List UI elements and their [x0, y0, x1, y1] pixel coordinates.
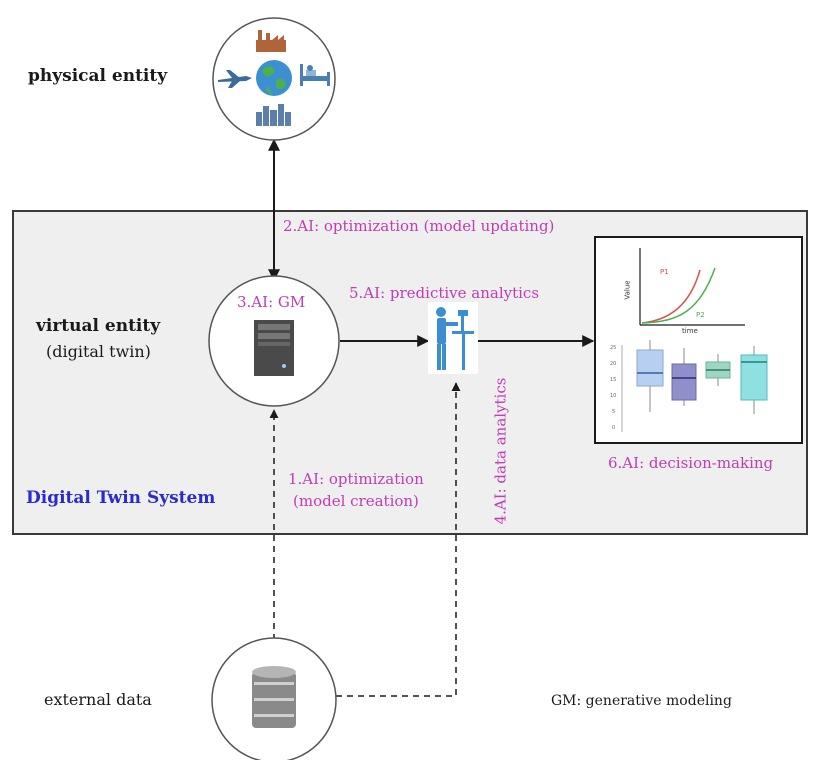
step1-label-line1: 1.AI: optimization	[288, 470, 424, 488]
step3-label: 3.AI: GM	[237, 293, 306, 311]
step1-label-line2: (model creation)	[293, 492, 419, 510]
box-plot	[621, 340, 768, 432]
series-p1-line	[641, 269, 701, 324]
virtual-entity-label: virtual entity	[36, 316, 161, 336]
line-chart-ylabel: Value	[623, 280, 632, 300]
globe-icon	[256, 60, 292, 96]
city-skyline-icon	[256, 104, 291, 126]
physical-entity-label: physical entity	[28, 66, 168, 86]
database-icon	[252, 666, 296, 728]
box-plot-tick-5: 5	[612, 409, 616, 415]
gm-legend: GM: generative modeling	[551, 693, 732, 709]
step4-label: 4.AI: data analytics	[491, 377, 510, 525]
system-title: Digital Twin System	[26, 488, 216, 508]
step2-label: 2.AI: optimization (model updating)	[283, 217, 555, 235]
line-chart	[639, 248, 745, 326]
series-p1-label: P1	[660, 268, 669, 276]
box-1	[636, 349, 664, 387]
external-data-label: external data	[44, 690, 152, 709]
box-plot-tick-0: 0	[612, 425, 616, 431]
airplane-icon	[218, 70, 252, 88]
server-tower-icon	[254, 320, 294, 376]
box-plot-tick-10: 10	[610, 393, 617, 399]
person-at-standing-desk-icon	[436, 307, 474, 370]
step5-label: 5.AI: predictive analytics	[349, 284, 540, 302]
box-plot-tick-15: 15	[610, 377, 617, 383]
series-p2-line	[641, 267, 716, 324]
factory-icon	[256, 30, 286, 52]
series-p2-label: P2	[696, 311, 705, 319]
box-plot-tick-20: 20	[610, 361, 617, 367]
digital-twin-label: (digital twin)	[46, 342, 151, 361]
box-2	[671, 363, 697, 401]
box-plot-tick-25: 25	[610, 345, 617, 351]
hospital-bed-icon	[300, 64, 330, 86]
line-chart-xlabel: time	[682, 327, 698, 335]
step6-label: 6.AI: decision-making	[608, 454, 774, 472]
